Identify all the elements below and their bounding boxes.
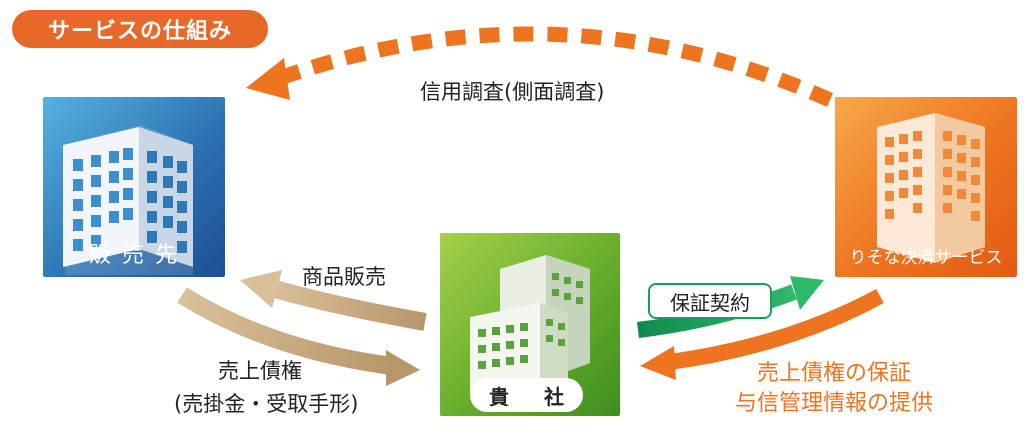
seller-box: 販 売 先 (43, 97, 225, 277)
receivables-arrow (177, 287, 420, 386)
guarantee-info-line1: 売上債権の保証 (756, 361, 911, 386)
seller-label: 販 売 先 (89, 243, 179, 268)
diagram-title: サービスの仕組み (12, 10, 268, 48)
product-sales-arrow (240, 270, 427, 331)
building-icon (63, 125, 193, 275)
product-sales-label: 商品販売 (302, 265, 386, 289)
credit-check-arc (277, 26, 834, 107)
our-company-label: 貴 社 (470, 378, 583, 412)
credit-check-label: 信用調査(側面調査) (420, 80, 605, 104)
our-company-box (440, 233, 620, 416)
credit-check-arrow (246, 26, 834, 107)
receivables-label-line1: 売上債権 (218, 359, 302, 383)
resona-label: りそな決済サービス (849, 248, 1003, 268)
receivables-label-line2: (売掛金・受取手形) (174, 392, 359, 416)
credit-check-arrowhead (246, 58, 290, 100)
resona-box: りそな決済サービス (835, 97, 1017, 277)
building-icon (877, 113, 985, 263)
guarantee-contract-label: 保証契約 (648, 283, 772, 319)
guarantee-info-arrow (640, 288, 884, 380)
building-icon (470, 255, 590, 393)
guarantee-info-line2: 与信管理情報の提供 (734, 391, 933, 416)
